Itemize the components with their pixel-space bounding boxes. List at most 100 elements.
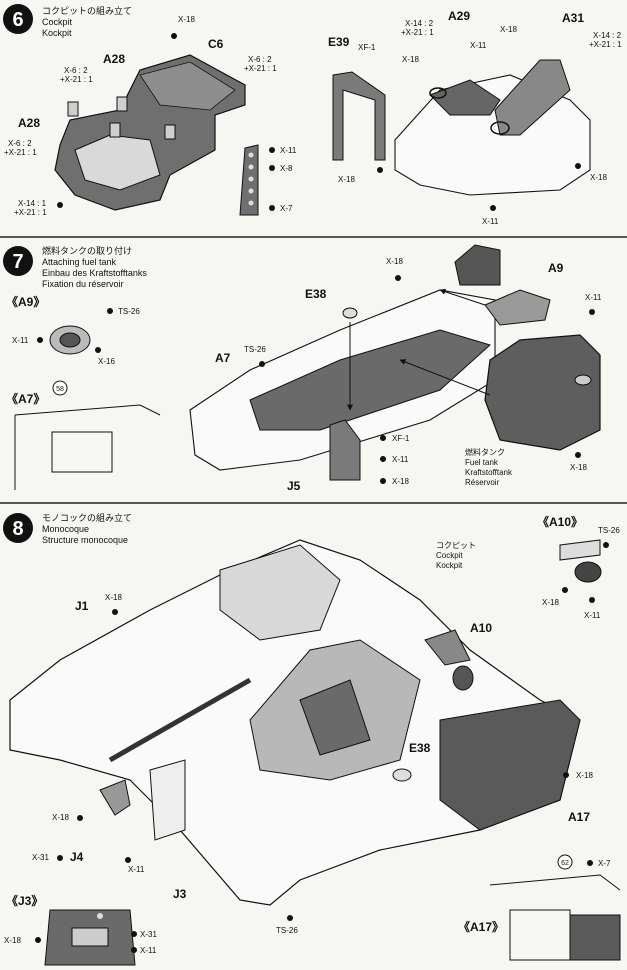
callout-number: 58 (56, 386, 64, 393)
a17-detail-outline (489, 874, 621, 891)
tank-label-de: Kraftstofftank (465, 468, 513, 477)
screw-label: +X-21 : 1 (14, 208, 47, 217)
part-label: A7 (215, 351, 231, 365)
screw-label: X-11 (140, 946, 157, 955)
tank-label-jp: 燃料タンク (465, 447, 505, 457)
screw-label: X-7 (598, 859, 611, 868)
part-j4 (99, 779, 131, 816)
step-number-badge (3, 246, 33, 276)
step-number-badge (3, 4, 33, 34)
part-label: A28 (103, 52, 125, 66)
part-intake (454, 244, 501, 286)
screw-label: +X-21 : 1 (401, 28, 434, 37)
screw-label: X-18 (52, 813, 69, 822)
screw-label: X-11 (584, 611, 601, 620)
part-a28-pad (116, 96, 128, 112)
part-label: E39 (328, 35, 350, 49)
step-number: 7 (12, 251, 23, 273)
screw-label: X-14 : 2 (405, 19, 434, 28)
cockpit-rear (139, 61, 236, 111)
screw-label: X-8 (280, 164, 293, 173)
screw-label: X-11 (470, 41, 487, 50)
screw-label: X-11 (392, 455, 409, 464)
screw-label: +X-21 : 1 (60, 75, 93, 84)
part-label: C6 (208, 37, 224, 51)
screw-label: X-18 (392, 477, 409, 486)
detail-label: 《A10》 (537, 514, 583, 529)
cockpit-label-jp: コクピット (436, 541, 476, 550)
paint-label: TS-26 (244, 345, 266, 354)
cockpit-label-de: Kockpit (436, 561, 463, 570)
part-a7-floor (249, 329, 491, 431)
step-number-badge (3, 513, 33, 543)
detail-label: 《J3》 (6, 893, 43, 908)
part-e39 (332, 71, 386, 161)
part-label: J4 (70, 850, 84, 864)
screw-label: +X-21 : 1 (4, 148, 37, 157)
screw-label: X-16 (98, 357, 115, 366)
screw-marker (171, 33, 177, 39)
screw-label: X-6 : 2 (248, 55, 272, 64)
part-a17 (439, 699, 581, 831)
screw-label: X-18 (570, 463, 587, 472)
step-8: 8 モノコックの組み立て Monocoque Structure monocoq… (3, 512, 621, 966)
step-title-fr: Structure monocoque (42, 535, 128, 545)
part-j3 (149, 759, 186, 841)
screw-label: X-11 (482, 217, 499, 226)
step-title-en: Cockpit (42, 17, 73, 27)
paint-label: TS-26 (598, 526, 620, 535)
fuel-tank (484, 334, 601, 451)
monocoque-nose-cover (219, 544, 341, 641)
screw-label: X-18 (590, 173, 607, 182)
screw-label: X-6 : 2 (8, 139, 32, 148)
screw-label: X-18 (178, 15, 195, 24)
cockpit-label-en: Cockpit (436, 551, 463, 560)
step-6: 6 コクピットの組み立て Cockpit Kockpit A28 A28 C6 … (3, 4, 622, 226)
screw-label: X-11 (280, 146, 297, 155)
screw-label: X-18 (338, 175, 355, 184)
a7-detail-outline (14, 404, 161, 416)
part-label: E38 (305, 287, 327, 301)
part-e38 (392, 768, 412, 782)
part-a28-pad (67, 101, 79, 117)
part-a10 (452, 665, 474, 691)
part-label: A9 (548, 261, 564, 275)
part-j1-rod (108, 677, 252, 763)
screw-label: X-18 (576, 771, 593, 780)
screw-label: X-18 (4, 936, 21, 945)
part-label: A17 (568, 810, 590, 824)
callout-circle (557, 854, 573, 870)
part-label: J5 (287, 479, 301, 493)
screw-marker (57, 202, 63, 208)
callout-circle (52, 380, 68, 396)
step-number: 8 (12, 518, 23, 540)
detail-label: 《A17》 (458, 919, 504, 934)
part-label: J3 (173, 887, 187, 901)
part-label: A31 (562, 11, 584, 25)
part-a9 (484, 289, 551, 326)
step-title-jp: モノコックの組み立て (42, 512, 132, 523)
screw-label: X-18 (105, 593, 122, 602)
part-label: XF-1 (358, 43, 376, 52)
part-label: A28 (18, 116, 40, 130)
step-title-de: Kockpit (42, 28, 72, 38)
part-a31 (494, 59, 571, 136)
screw-label: X-14 : 2 (593, 31, 622, 40)
screw-label: X-11 (128, 865, 145, 874)
screw-label: X-11 (585, 293, 602, 302)
part-a28-pad (109, 122, 121, 138)
step-title-jp: 燃料タンクの取り付け (42, 245, 132, 256)
part-label: J1 (75, 599, 89, 613)
step-title-jp: コクピットの組み立て (42, 5, 132, 16)
tank-label-fr: Réservoir (465, 478, 500, 487)
part-j5 (329, 419, 361, 481)
screw-label: +X-21 : 1 (244, 64, 277, 73)
tank-label-en: Fuel tank (465, 458, 499, 467)
part-label: E38 (409, 741, 431, 755)
step-7: 7 燃料タンクの取り付け Attaching fuel tank Einbau … (3, 244, 602, 493)
screw-label: X-31 (140, 930, 157, 939)
part-label: XF-1 (392, 434, 410, 443)
part-e38 (342, 307, 358, 319)
step-title-de: Einbau des Kraftstofftanks (42, 268, 147, 278)
